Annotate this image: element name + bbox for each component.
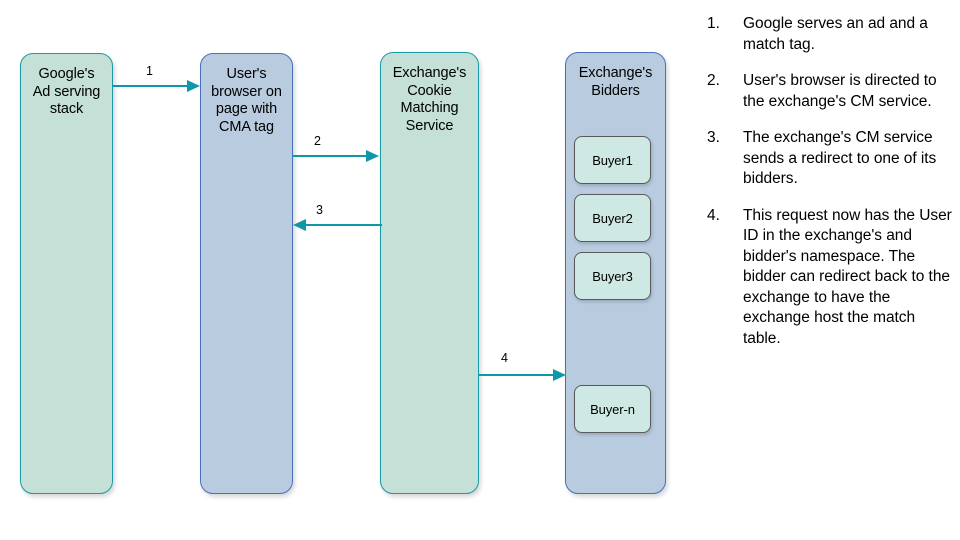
- steps-list: 1. Google serves an ad and a match tag. …: [707, 14, 955, 365]
- arrow-4-label: 4: [501, 351, 508, 365]
- arrow-2-arrowhead-icon: [366, 149, 379, 162]
- arrow-4-line: [479, 374, 556, 377]
- lane-bidders-label: Exchange's Bidders: [578, 65, 653, 99]
- arrow-1-label: 1: [146, 64, 153, 78]
- lane-exchange-cookie-matching-service: Exchange's Cookie Matching Service: [380, 52, 479, 494]
- lane-google-ad-serving-stack: Google's Ad serving stack: [20, 53, 113, 494]
- buyer-box-3: Buyer3: [574, 252, 651, 300]
- arrow-2-label: 2: [314, 134, 321, 148]
- step-2-number: 2.: [707, 72, 720, 89]
- step-3-number: 3.: [707, 129, 720, 146]
- arrow-3-line: [305, 224, 382, 227]
- buyer-box-3-label: Buyer3: [592, 268, 633, 284]
- step-2-text: User's browser is directed to the exchan…: [743, 72, 937, 110]
- arrow-2-line: [292, 155, 368, 158]
- step-item-3: 3. The exchange's CM service sends a red…: [707, 128, 955, 190]
- arrow-1-line: [112, 85, 189, 88]
- buyer-box-2: Buyer2: [574, 194, 651, 242]
- lane-google-label: Google's Ad serving stack: [32, 66, 101, 117]
- step-item-1: 1. Google serves an ad and a match tag.: [707, 14, 955, 55]
- arrow-3-arrowhead-icon: [293, 218, 306, 231]
- lane-cms-label: Exchange's Cookie Matching Service: [392, 65, 467, 134]
- step-1-text: Google serves an ad and a match tag.: [743, 15, 928, 53]
- arrow-3-label: 3: [316, 203, 323, 217]
- step-4-text: This request now has the User ID in the …: [743, 206, 952, 347]
- arrow-1-arrowhead-icon: [187, 79, 200, 92]
- step-4-number: 4.: [707, 206, 720, 224]
- buyer-box-1-label: Buyer1: [592, 152, 633, 168]
- buyer-box-1: Buyer1: [574, 136, 651, 184]
- step-3-text: The exchange's CM service sends a redire…: [743, 129, 937, 187]
- lane-browser-label: User's browser on page with CMA tag: [211, 66, 282, 135]
- buyer-box-2-label: Buyer2: [592, 210, 633, 226]
- lane-user-browser: User's browser on page with CMA tag: [200, 53, 293, 494]
- arrow-4-arrowhead-icon: [553, 368, 566, 381]
- step-item-4: 4. This request now has the User ID in t…: [707, 206, 955, 350]
- buyer-box-n: Buyer-n: [574, 385, 651, 433]
- buyer-box-n-label: Buyer-n: [590, 401, 635, 417]
- step-item-2: 2. User's browser is directed to the exc…: [707, 71, 955, 112]
- step-1-number: 1.: [707, 15, 720, 32]
